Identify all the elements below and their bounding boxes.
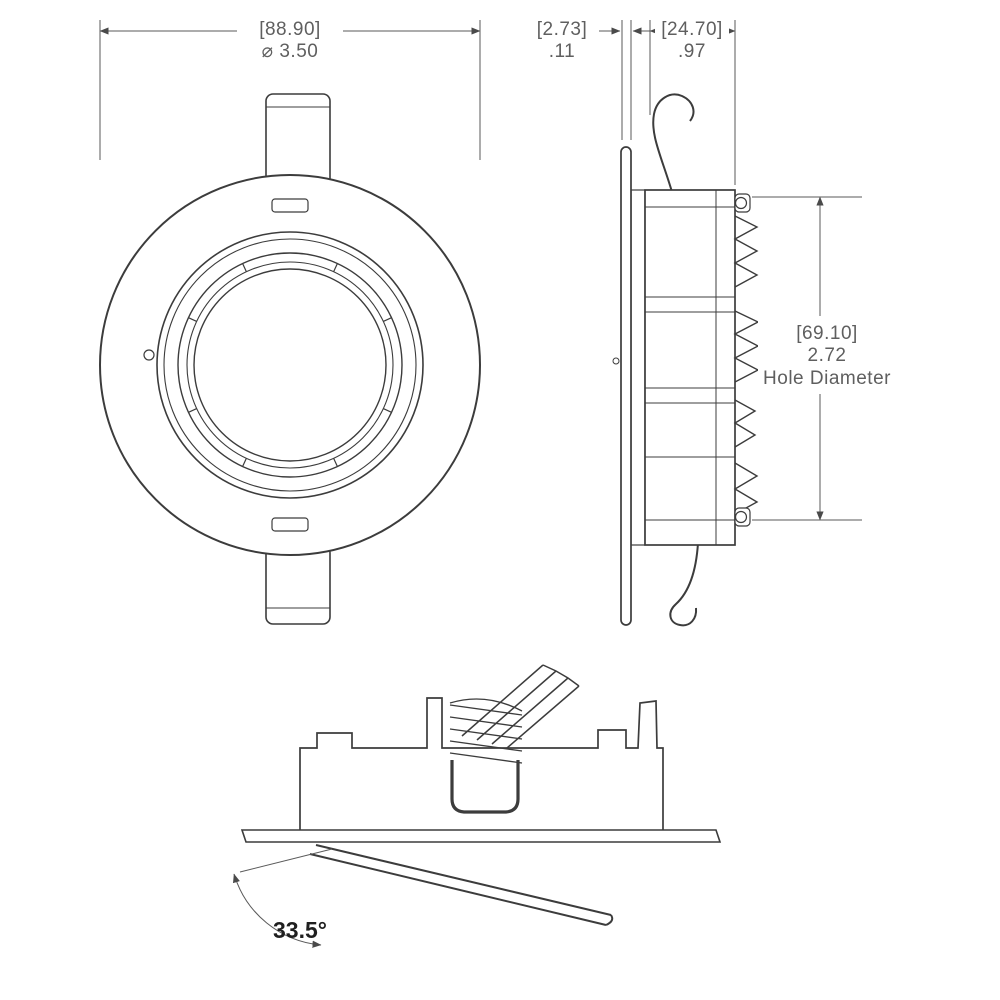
front-top-tab [265, 93, 331, 187]
top-screw [734, 196, 748, 210]
front-bottom-tab [265, 545, 331, 625]
dim-depth-mm: [24.70] [661, 19, 723, 40]
bottom-clip-detail [271, 517, 309, 532]
tilted-lens [309, 844, 614, 926]
bezel-inner-circle [156, 231, 424, 499]
mounting-plate [240, 829, 722, 843]
angle-arc [233, 873, 322, 948]
dim-bezel-mm: [88.90] [259, 19, 321, 40]
dim-flange-mm: [2.73] [537, 19, 588, 40]
angle-reference-line [239, 848, 333, 873]
dimension-bezel-diameter: [88.90] ⌀ 3.50 [99, 14, 481, 160]
dim-hole-in: 2.72 [808, 345, 847, 366]
tilted-fins [461, 664, 580, 749]
tilt-angle-label: 33.5° [273, 917, 327, 943]
flange [620, 146, 632, 626]
lens-circle [193, 268, 387, 462]
ring-notches [188, 263, 392, 467]
top-clip-detail [271, 198, 309, 213]
spring-clips [733, 215, 760, 515]
dim-hole-mm: [69.10] [796, 323, 858, 344]
bottom-wire [669, 542, 699, 627]
dim-depth-in: .97 [678, 41, 706, 62]
front-view [99, 93, 481, 625]
tilt-housing [299, 697, 664, 832]
bezel-screw [143, 349, 155, 361]
dim-flange-in: .11 [549, 41, 576, 62]
side-view [612, 93, 760, 627]
bottom-screw [734, 510, 748, 524]
dim-hole-label: Hole Diameter [763, 368, 891, 389]
dimension-flange-thickness: [2.73] .11 [527, 14, 654, 140]
trim-ring-circle [177, 252, 403, 478]
coil-spring [449, 698, 523, 764]
dimension-mount-depth: [24.70] .97 [649, 14, 736, 185]
tilt-view: 33.5° [233, 664, 722, 948]
spring-bracket [450, 760, 520, 814]
flange-dot [612, 357, 620, 365]
dim-bezel-in: ⌀ 3.50 [262, 41, 319, 62]
bezel-outer-circle [99, 174, 481, 556]
top-wire [652, 93, 695, 193]
dimension-hole-diameter: [69.10] 2.72 Hole Diameter [752, 196, 894, 521]
housing-body [644, 189, 736, 546]
